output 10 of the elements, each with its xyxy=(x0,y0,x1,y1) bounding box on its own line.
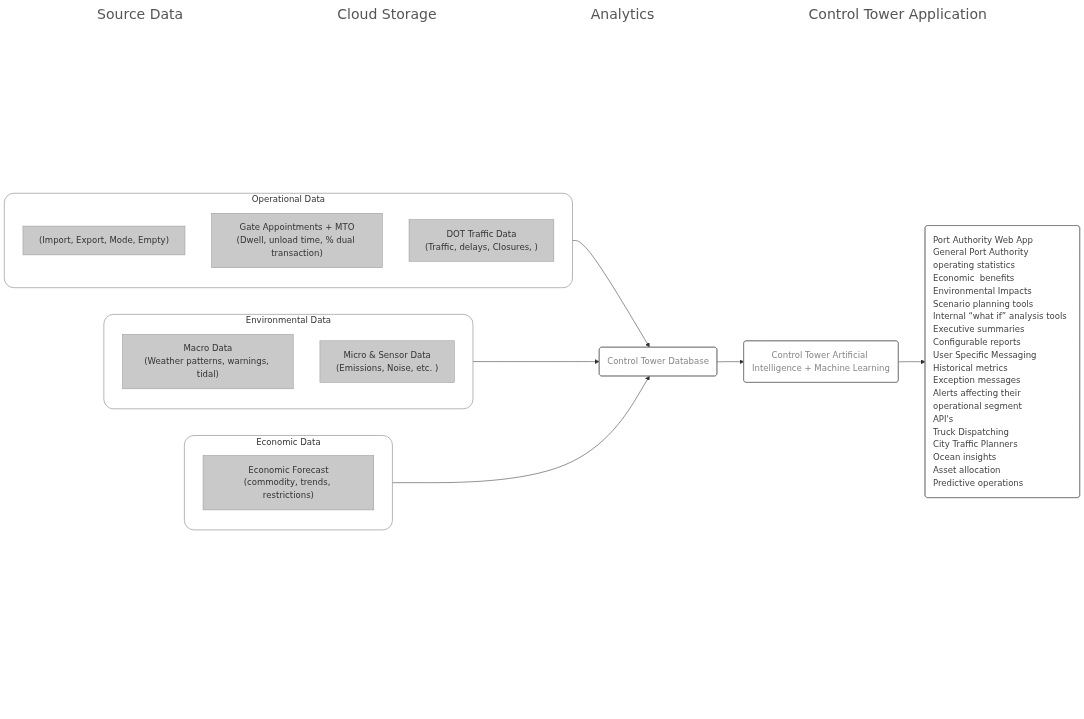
node-box: DOT Traffic Data (Traffic, delays, Closures, ) xyxy=(408,219,555,262)
column-heading: Source Data xyxy=(97,6,184,22)
node-box: Micro & Sensor Data (Emissions, Noise, etc. ) xyxy=(319,340,455,384)
node-box: Economic Forecast (commodity, trends, restrictions) xyxy=(202,455,375,511)
column-heading: Analytics xyxy=(590,6,655,22)
column-heading: Control Tower Application xyxy=(808,6,987,22)
node-box: (Import, Export, Mode, Empty) xyxy=(22,226,186,256)
node-box: Gate Appointments + MTO (Dwell, unload time, % dual transaction) xyxy=(211,213,383,269)
column-heading: Cloud Storage xyxy=(337,6,437,22)
node-box: Macro Data (Weather patterns, warnings, tidal) xyxy=(122,334,294,390)
